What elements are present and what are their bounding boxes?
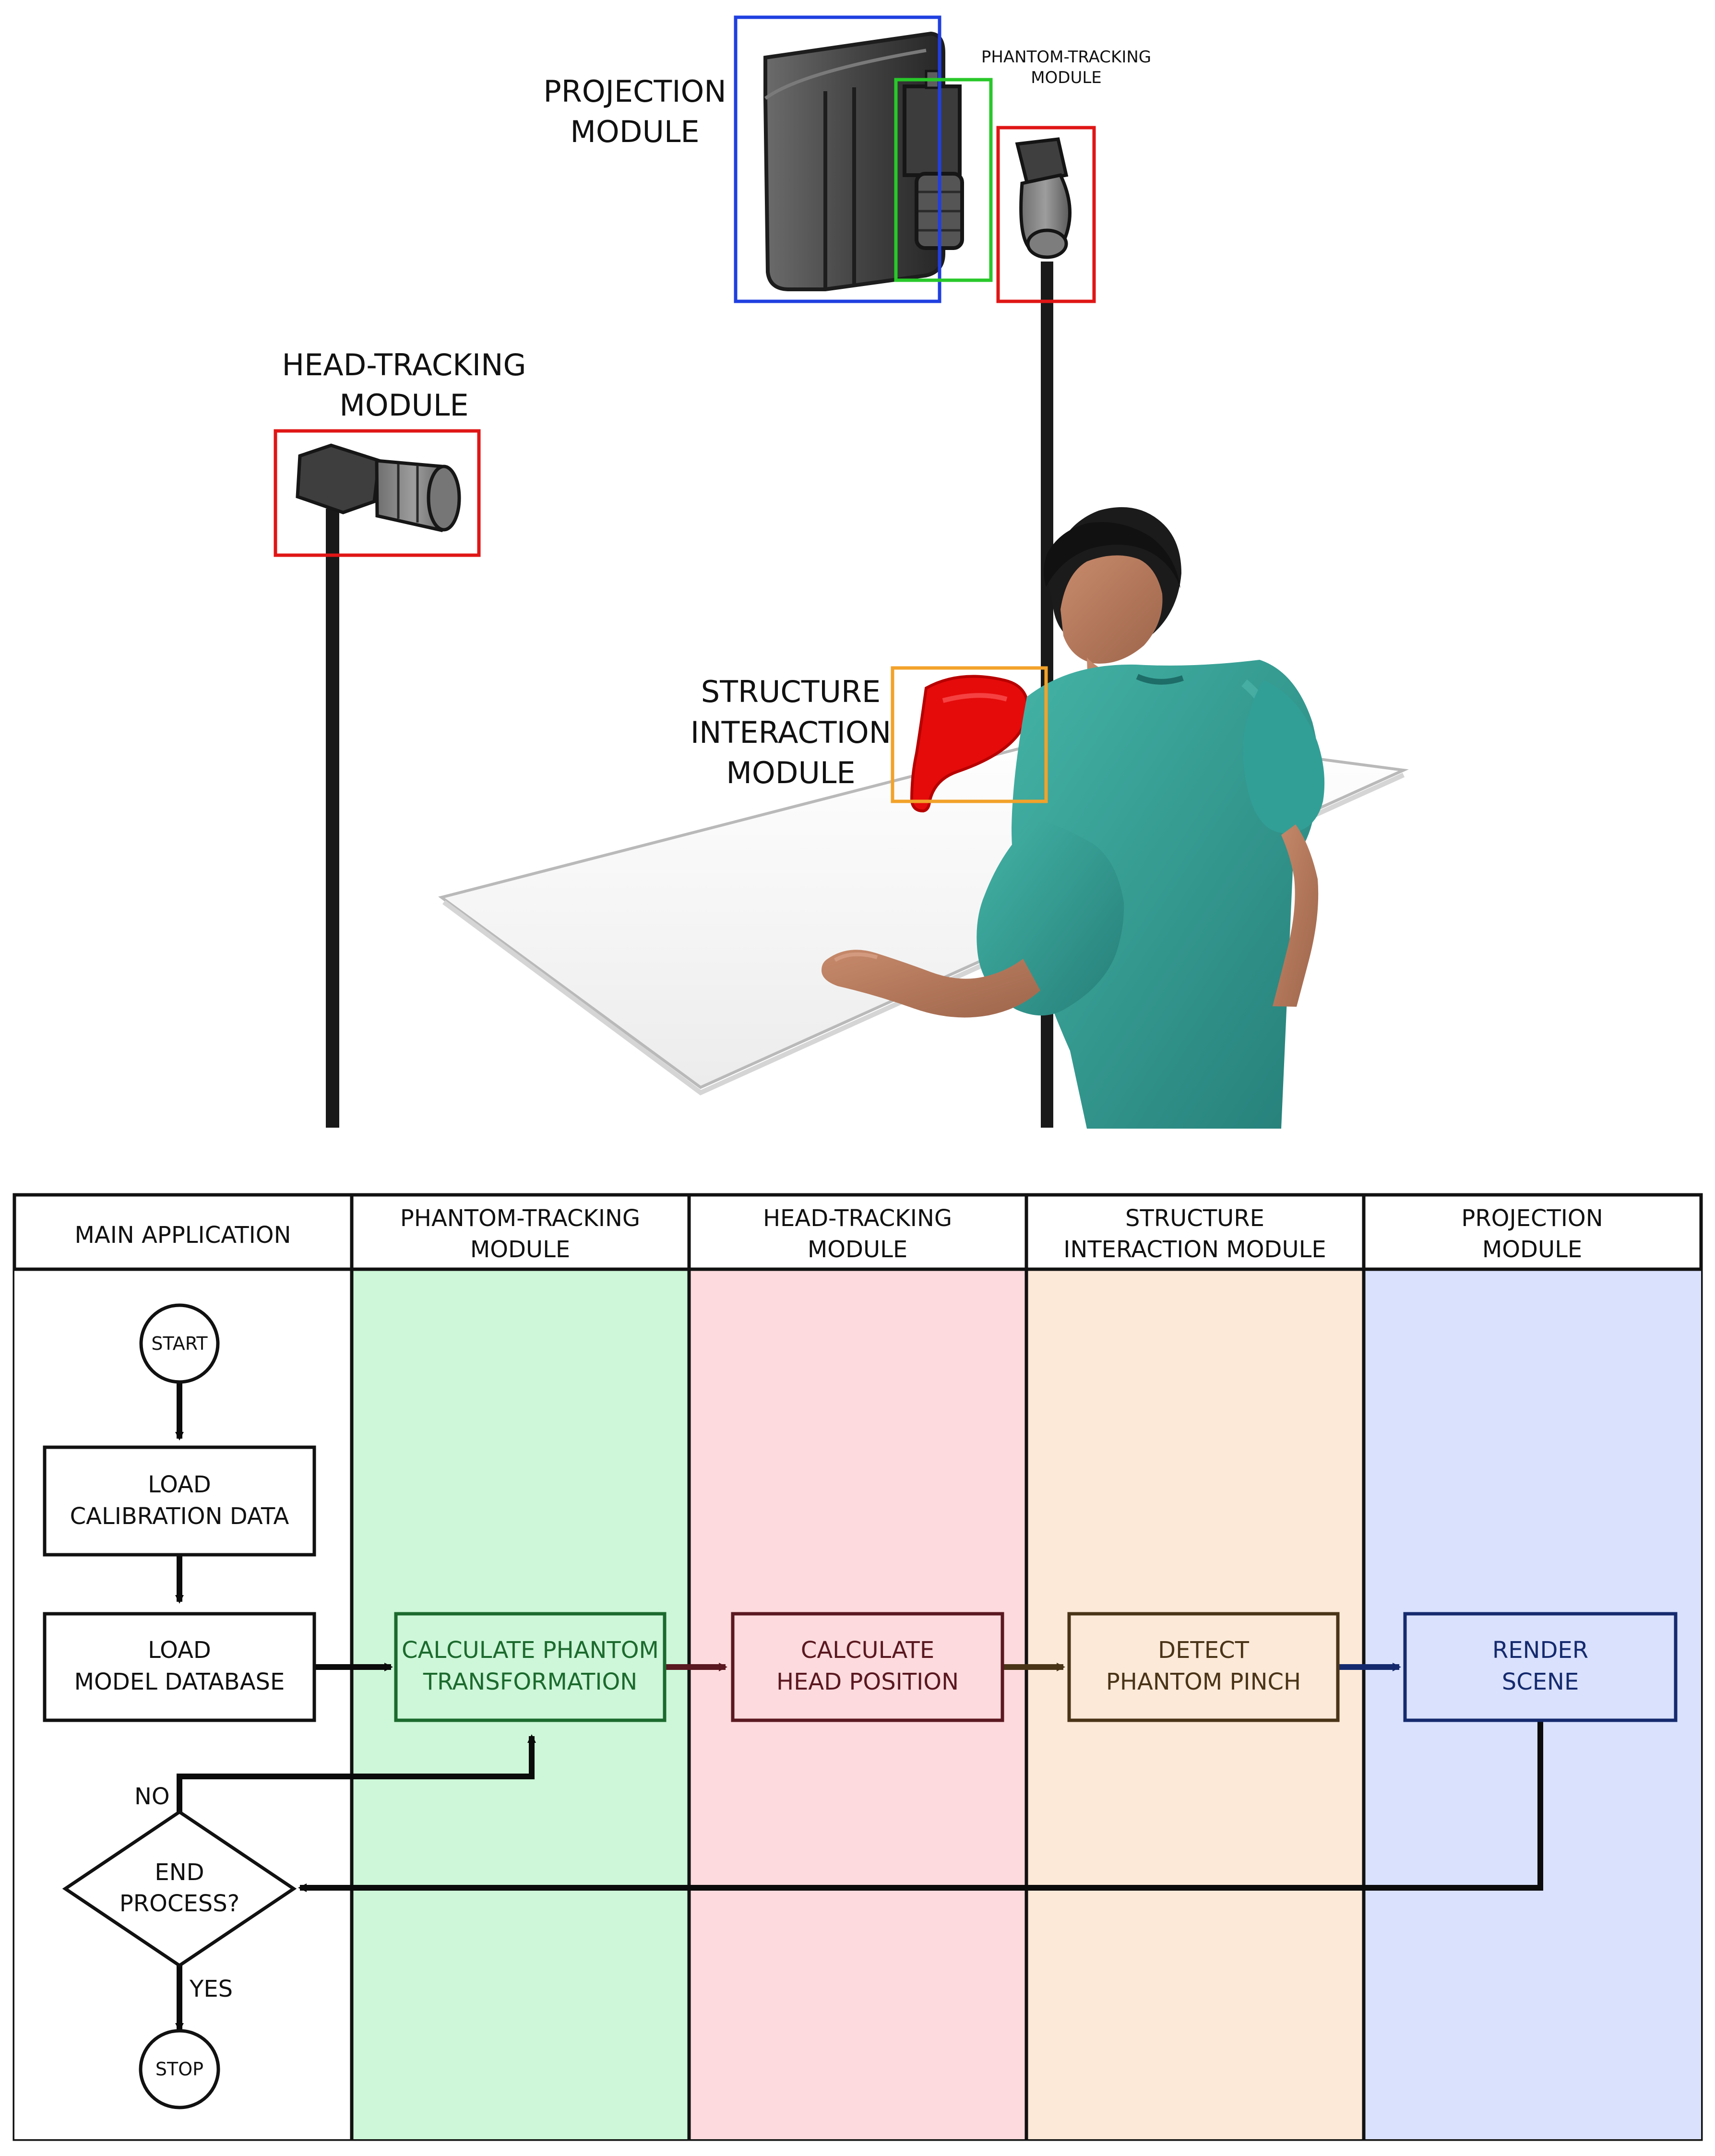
calculate-phantom-label-line-1: CALCULATE PHANTOM	[402, 1637, 659, 1664]
right-tracking-camera	[1015, 137, 1072, 259]
lane-header-structure-line-1: STRUCTURE	[1125, 1205, 1264, 1232]
liver-model	[910, 675, 1029, 813]
lane-header-projection-line-1: PROJECTION	[1461, 1205, 1603, 1232]
detect-pinch-node	[1067, 1612, 1340, 1722]
decision-label-line-2: PROCESS?	[119, 1890, 239, 1917]
phantom-tracking-module-box	[996, 126, 1096, 303]
scene-labels: PROJECTION MODULE PHANTOM-TRACKING MODUL…	[282, 48, 1151, 790]
projection-device	[763, 31, 964, 291]
start-node	[139, 1303, 220, 1384]
calculate-head-label-line-2: HEAD POSITION	[776, 1668, 959, 1695]
surgeon-figure	[822, 507, 1325, 1129]
surgeon-right-sleeve	[1243, 680, 1325, 834]
arrow-render-to-decision	[298, 1721, 1543, 1892]
flow-lines	[175, 1363, 1543, 2032]
right-camera-lens-front	[1026, 228, 1068, 259]
phantom-camera-body	[903, 84, 962, 177]
hand-highlight	[834, 952, 878, 962]
liver-shape	[910, 675, 1029, 813]
load-calibration-node	[43, 1445, 316, 1557]
yes-branch-label: YES	[189, 1976, 233, 2002]
module-highlight-boxes	[274, 15, 1096, 803]
load-model-node	[43, 1612, 316, 1722]
end-process-decision	[62, 1810, 297, 1968]
start-node-label: START	[151, 1333, 208, 1354]
phantom-tracking-inner-box	[894, 78, 993, 282]
no-branch-label: NO	[134, 1783, 170, 1810]
detect-pinch-label-line-1: DETECT	[1158, 1637, 1249, 1664]
arrow-decision-no-to-phantom	[177, 1734, 536, 1814]
phantom-tracking-label-line-1: PHANTOM-TRACKING	[981, 48, 1151, 67]
lane-header-main-line-1: MAIN APPLICATION	[75, 1222, 291, 1249]
surgeon-right-arm	[1273, 824, 1319, 1007]
lane-header-phantom-line-2: MODULE	[470, 1236, 570, 1263]
load-calibration-label-line-2: CALIBRATION DATA	[70, 1503, 289, 1530]
calculate-phantom-label-line-2: TRANSFORMATION	[423, 1668, 637, 1695]
structure-interaction-module-box	[891, 666, 1048, 803]
projection-module-box	[734, 15, 941, 303]
lane-header-structure-line-2: INTERACTION MODULE	[1063, 1236, 1326, 1263]
phantom-tracking-label-line-2: MODULE	[1031, 68, 1102, 87]
flowchart-section: MAIN APPLICATION PHANTOM-TRACKING MODULE…	[12, 1193, 1703, 2141]
decision-label-line-1: END	[155, 1859, 204, 1886]
calculate-head-node	[731, 1612, 1004, 1722]
scrubs-collar	[1136, 674, 1184, 685]
load-model-label-line-2: MODEL DATABASE	[74, 1668, 285, 1695]
render-scene-label-line-1: RENDER	[1492, 1637, 1588, 1664]
calculate-phantom-node	[394, 1612, 667, 1722]
calculate-head-label-line-1: CALCULATE	[801, 1637, 934, 1664]
head-camera-lens-front	[427, 465, 461, 532]
surgeon-forearm-hand	[822, 950, 1040, 1018]
lane-header-phantom-line-1: PHANTOM-TRACKING	[400, 1205, 640, 1232]
head-tracking-camera	[296, 443, 461, 532]
head-camera-body	[296, 443, 381, 514]
stop-node-label: STOP	[155, 2059, 203, 2080]
right-camera-body	[1015, 137, 1069, 185]
surgeon-head	[1060, 555, 1163, 664]
illustration-section: PROJECTION MODULE PHANTOM-TRACKING MODUL…	[274, 15, 1409, 1129]
projector-top-edge	[764, 48, 927, 100]
head-tracking-pole	[326, 509, 339, 1128]
projection-label-line-2: MODULE	[570, 114, 699, 149]
head-tracking-module-box	[274, 429, 481, 557]
head-tracking-label-line-1: HEAD-TRACKING	[282, 347, 526, 382]
flow-nodes: START LOAD CALIBRATION DATA LOAD MODEL D…	[43, 1303, 1678, 2109]
load-calibration-label-line-1: LOAD	[148, 1471, 211, 1498]
projection-label-line-1: PROJECTION	[543, 74, 726, 109]
detect-pinch-label-line-2: PHANTOM PINCH	[1106, 1668, 1301, 1695]
lane-header-head-line-1: HEAD-TRACKING	[763, 1205, 952, 1232]
render-scene-node	[1403, 1612, 1678, 1722]
load-model-label-line-1: LOAD	[148, 1637, 211, 1664]
stop-node	[139, 2029, 220, 2109]
head-tracking-label-line-2: MODULE	[339, 388, 468, 423]
surgeon-scrubs	[1012, 660, 1319, 1129]
lane-header-projection-line-2: MODULE	[1482, 1236, 1582, 1263]
structure-label-line-3: MODULE	[726, 755, 855, 790]
structure-label-line-2: INTERACTION	[691, 715, 891, 750]
structure-label-line-1: STRUCTURE	[701, 674, 881, 709]
lane-header-head-line-2: MODULE	[808, 1236, 907, 1263]
render-scene-label-line-2: SCENE	[1502, 1668, 1579, 1695]
liver-highlight	[942, 693, 1008, 703]
surgeon-hair-top	[1044, 522, 1180, 588]
